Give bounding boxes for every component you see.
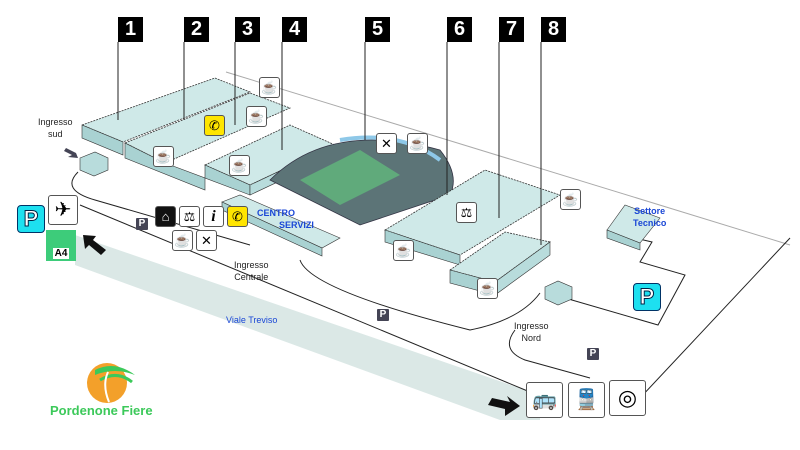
road-outline	[79, 204, 531, 393]
cafe-icon: ☕	[393, 240, 414, 261]
telephone-icon: ✆	[227, 206, 248, 227]
entrance-sud-box	[79, 151, 109, 177]
arrow-bottom	[488, 396, 520, 416]
arrow-a4	[83, 235, 106, 255]
internal-road	[299, 259, 541, 331]
train-icon: 🚆	[568, 382, 605, 418]
cafe-icon: ☕	[560, 189, 581, 210]
south-road	[71, 171, 251, 246]
bus-icon: 🚌	[526, 382, 563, 418]
hall-pin-3[interactable]: 3	[235, 17, 260, 42]
parking-sign-large: P	[17, 205, 45, 233]
hall-pin-4[interactable]: 4	[282, 17, 307, 42]
cafe-icon: ☕	[407, 133, 428, 154]
entrance-nord-box	[544, 280, 573, 306]
parking-sign: P	[587, 348, 599, 360]
arrow-sud	[64, 148, 78, 158]
logo-leaf	[95, 366, 135, 375]
info-icon: i	[203, 206, 224, 227]
telephone-icon: ✆	[204, 115, 225, 136]
site-boundary	[225, 71, 791, 246]
parking-sign-large: P	[633, 283, 661, 311]
cafe-icon: ☕	[172, 230, 193, 251]
logo-text: Pordenone Fiere	[50, 403, 153, 418]
hall-pin-8[interactable]: 8	[541, 17, 566, 42]
viale-treviso-road	[75, 235, 540, 420]
target-icon: ◎	[609, 380, 646, 416]
restaurant-icon: ✕	[376, 133, 397, 154]
hall-pin-lines	[117, 42, 542, 245]
parking-sign: P	[136, 218, 148, 230]
cash-exchange-icon: ⚖	[456, 202, 477, 223]
viale-treviso-label: Viale Treviso	[226, 315, 278, 325]
restaurant-icon: ✕	[196, 230, 217, 251]
cash-exchange-icon: ⚖	[179, 206, 200, 227]
motorway-a4-sign: A4	[46, 230, 76, 261]
perimeter-road	[564, 231, 686, 326]
airport-icon: ✈	[48, 195, 78, 225]
cafe-icon: ☕	[259, 77, 280, 98]
hall-pin-7[interactable]: 7	[499, 17, 524, 42]
cafe-icon: ☕	[229, 155, 250, 176]
hall-pin-5[interactable]: 5	[365, 17, 390, 42]
east-road	[639, 237, 791, 399]
cafe-icon: ☕	[477, 278, 498, 299]
parking-sign: P	[377, 309, 389, 321]
motorway-label: A4	[52, 248, 70, 259]
cloakroom-icon: ⌂	[155, 206, 176, 227]
hall-pin-1[interactable]: 1	[118, 17, 143, 42]
hall-pin-6[interactable]: 6	[447, 17, 472, 42]
hall-pin-2[interactable]: 2	[184, 17, 209, 42]
cafe-icon: ☕	[246, 106, 267, 127]
north-road	[508, 329, 591, 379]
cafe-icon: ☕	[153, 146, 174, 167]
